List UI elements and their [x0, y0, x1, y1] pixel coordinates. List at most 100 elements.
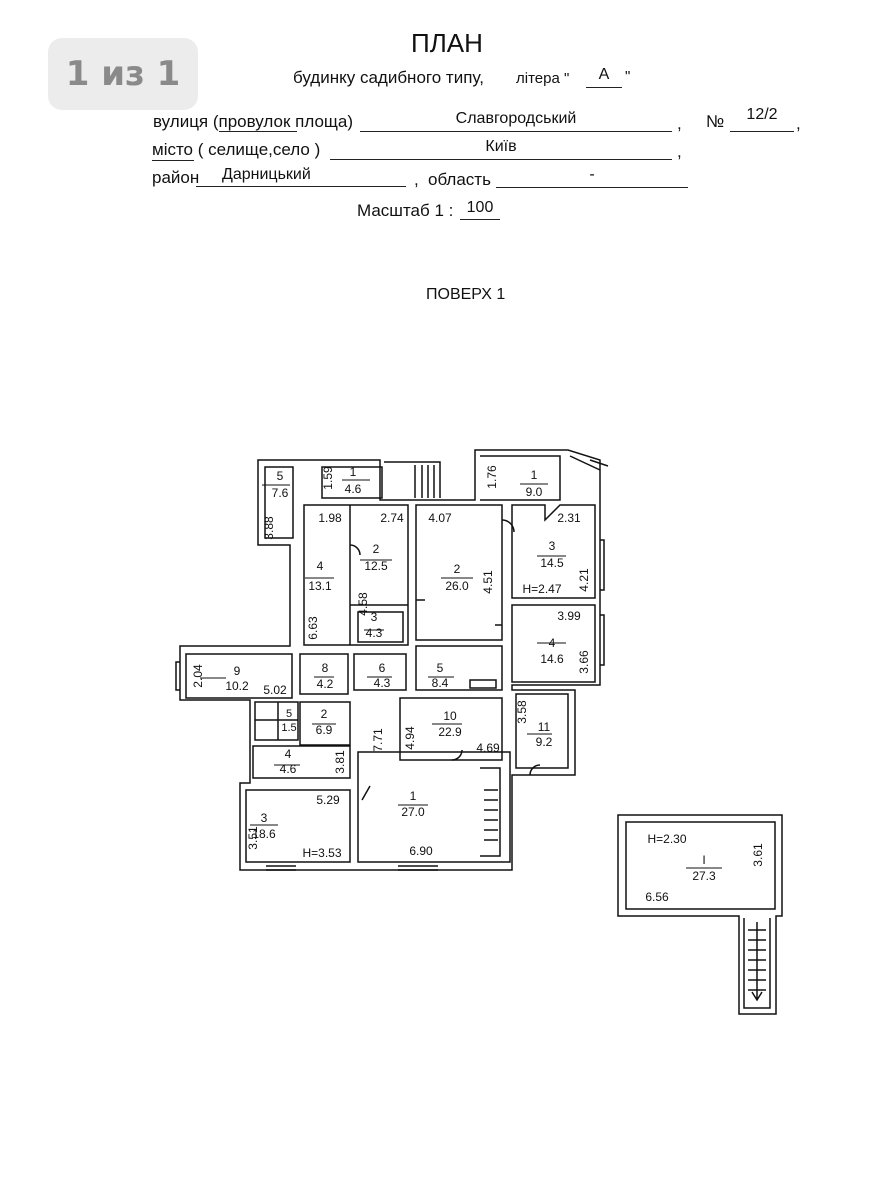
plan-label: 5 [286, 708, 292, 720]
plan-label: 8.4 [432, 676, 449, 690]
litera-value: А [598, 66, 610, 83]
region-value: - [589, 166, 595, 183]
plan-label: 2.04 [191, 664, 205, 688]
plan-label: 4 [285, 747, 292, 761]
plan-walls [175, 449, 783, 1015]
city-comma: , [677, 142, 682, 161]
district-underline [196, 186, 406, 187]
plan-label: 4.3 [374, 676, 391, 690]
plan-label: 3.58 [515, 700, 529, 724]
document-title: ПЛАН [411, 28, 483, 58]
city-label-underline [152, 160, 194, 161]
plan-label: 9 [234, 664, 241, 678]
plan-label: 4.69 [476, 741, 500, 755]
plan-label: 1 [531, 468, 538, 482]
plan-label: 14.5 [540, 556, 564, 570]
plan-label: H=3.53 [302, 846, 341, 860]
plan-label: H=2.30 [647, 832, 686, 846]
plan-label: 5 [277, 469, 284, 483]
subtitle-text: будинку садибного типу, [293, 68, 484, 87]
plan-label: 4.51 [481, 570, 495, 594]
plan-label: 3.99 [557, 609, 581, 623]
plan-label: I [702, 853, 705, 867]
region-label: область [428, 170, 491, 189]
plan-label: 1 [410, 789, 417, 803]
city-value: Київ [485, 138, 517, 155]
plan-label: 10.2 [225, 679, 249, 693]
plan-label: 11 [538, 720, 551, 734]
plan-label: 3 [371, 610, 378, 624]
region-underline [496, 187, 688, 188]
street-label: вулиця (провулок площа) [153, 112, 354, 131]
plan-label: 6 [379, 661, 386, 675]
plan-label: 3.66 [577, 650, 591, 674]
plan-label: 4.6 [345, 482, 362, 496]
number-value: 12/2 [746, 106, 778, 123]
plan-label: 9.0 [526, 485, 543, 499]
scale-underline [460, 219, 500, 220]
plan-labels: 5 7.6 3.88 1.59 1 4.6 1.76 1 9.0 1.98 2.… [191, 465, 765, 904]
plan-label: 13.1 [308, 579, 332, 593]
district-label: район [152, 168, 200, 187]
plan-label: 14.6 [540, 652, 564, 666]
plan-label: 3 [261, 811, 268, 825]
plan-label: 3.61 [751, 843, 765, 867]
plan-label: 8 [322, 661, 329, 675]
district-value: Дарницький [222, 166, 311, 183]
plan-label: 4.2 [317, 677, 334, 691]
plan-label: 4 [317, 559, 324, 573]
plan-label: 5 [437, 661, 444, 675]
plan-label: 4.94 [403, 726, 417, 750]
plan-label: 26.0 [445, 579, 469, 593]
city-underline [330, 159, 672, 160]
district-comma: , [414, 170, 419, 189]
plan-room-dividers [200, 479, 722, 869]
street-underline [360, 131, 672, 132]
floor-title: ПОВЕРХ 1 [426, 286, 506, 303]
litera-underline [586, 87, 622, 88]
plan-label: 27.3 [692, 869, 716, 883]
plan-label: 1 [350, 465, 357, 479]
plan-label: 1.98 [318, 511, 342, 525]
number-comma: , [796, 114, 801, 133]
plan-label: 2 [454, 562, 461, 576]
street-comma: , [677, 114, 682, 133]
litera-label: літера " [516, 70, 570, 87]
plan-label: 5.02 [263, 683, 287, 697]
plan-label: 1.76 [485, 465, 499, 489]
page-counter-badge: 1 из 1 [48, 38, 198, 110]
plan-label: 6.90 [409, 844, 433, 858]
plan-label: 1.5 [281, 722, 296, 734]
plan-label: 2.31 [557, 511, 581, 525]
plan-label: 10 [443, 709, 457, 723]
plan-label: 6.63 [306, 616, 320, 640]
plan-label: 5.29 [316, 793, 340, 807]
plan-label: 9.2 [536, 735, 553, 749]
plan-label: H=2.47 [522, 582, 561, 596]
plan-label: 1.59 [321, 466, 335, 490]
plan-label: 7.6 [272, 486, 289, 500]
plan-label: 4.3 [366, 626, 383, 640]
plan-label: 4.07 [428, 511, 452, 525]
number-underline [730, 131, 794, 132]
plan-label: 18.6 [252, 827, 276, 841]
city-label: місто ( селище,село ) [152, 140, 321, 159]
street-value: Славгородський [455, 110, 577, 127]
street-label-underline [219, 131, 297, 132]
litera-close: " [625, 68, 631, 85]
plan-label: 4.21 [577, 568, 591, 592]
plan-label: 3.51 [246, 826, 260, 850]
plan-label: 3.81 [333, 750, 347, 774]
plan-label: 2 [321, 707, 328, 721]
plan-label: 4 [549, 636, 556, 650]
plan-label: 27.0 [401, 805, 425, 819]
plan-label: 6.9 [316, 723, 333, 737]
plan-label: 3 [549, 539, 556, 553]
plan-label: 22.9 [438, 725, 462, 739]
plan-label: 4.58 [356, 592, 370, 616]
plan-label: 4.6 [280, 762, 297, 776]
plan-label: 2 [373, 542, 380, 556]
number-label: № [706, 112, 725, 131]
plan-label: 3.88 [262, 516, 276, 540]
plan-label: 2.74 [380, 511, 404, 525]
